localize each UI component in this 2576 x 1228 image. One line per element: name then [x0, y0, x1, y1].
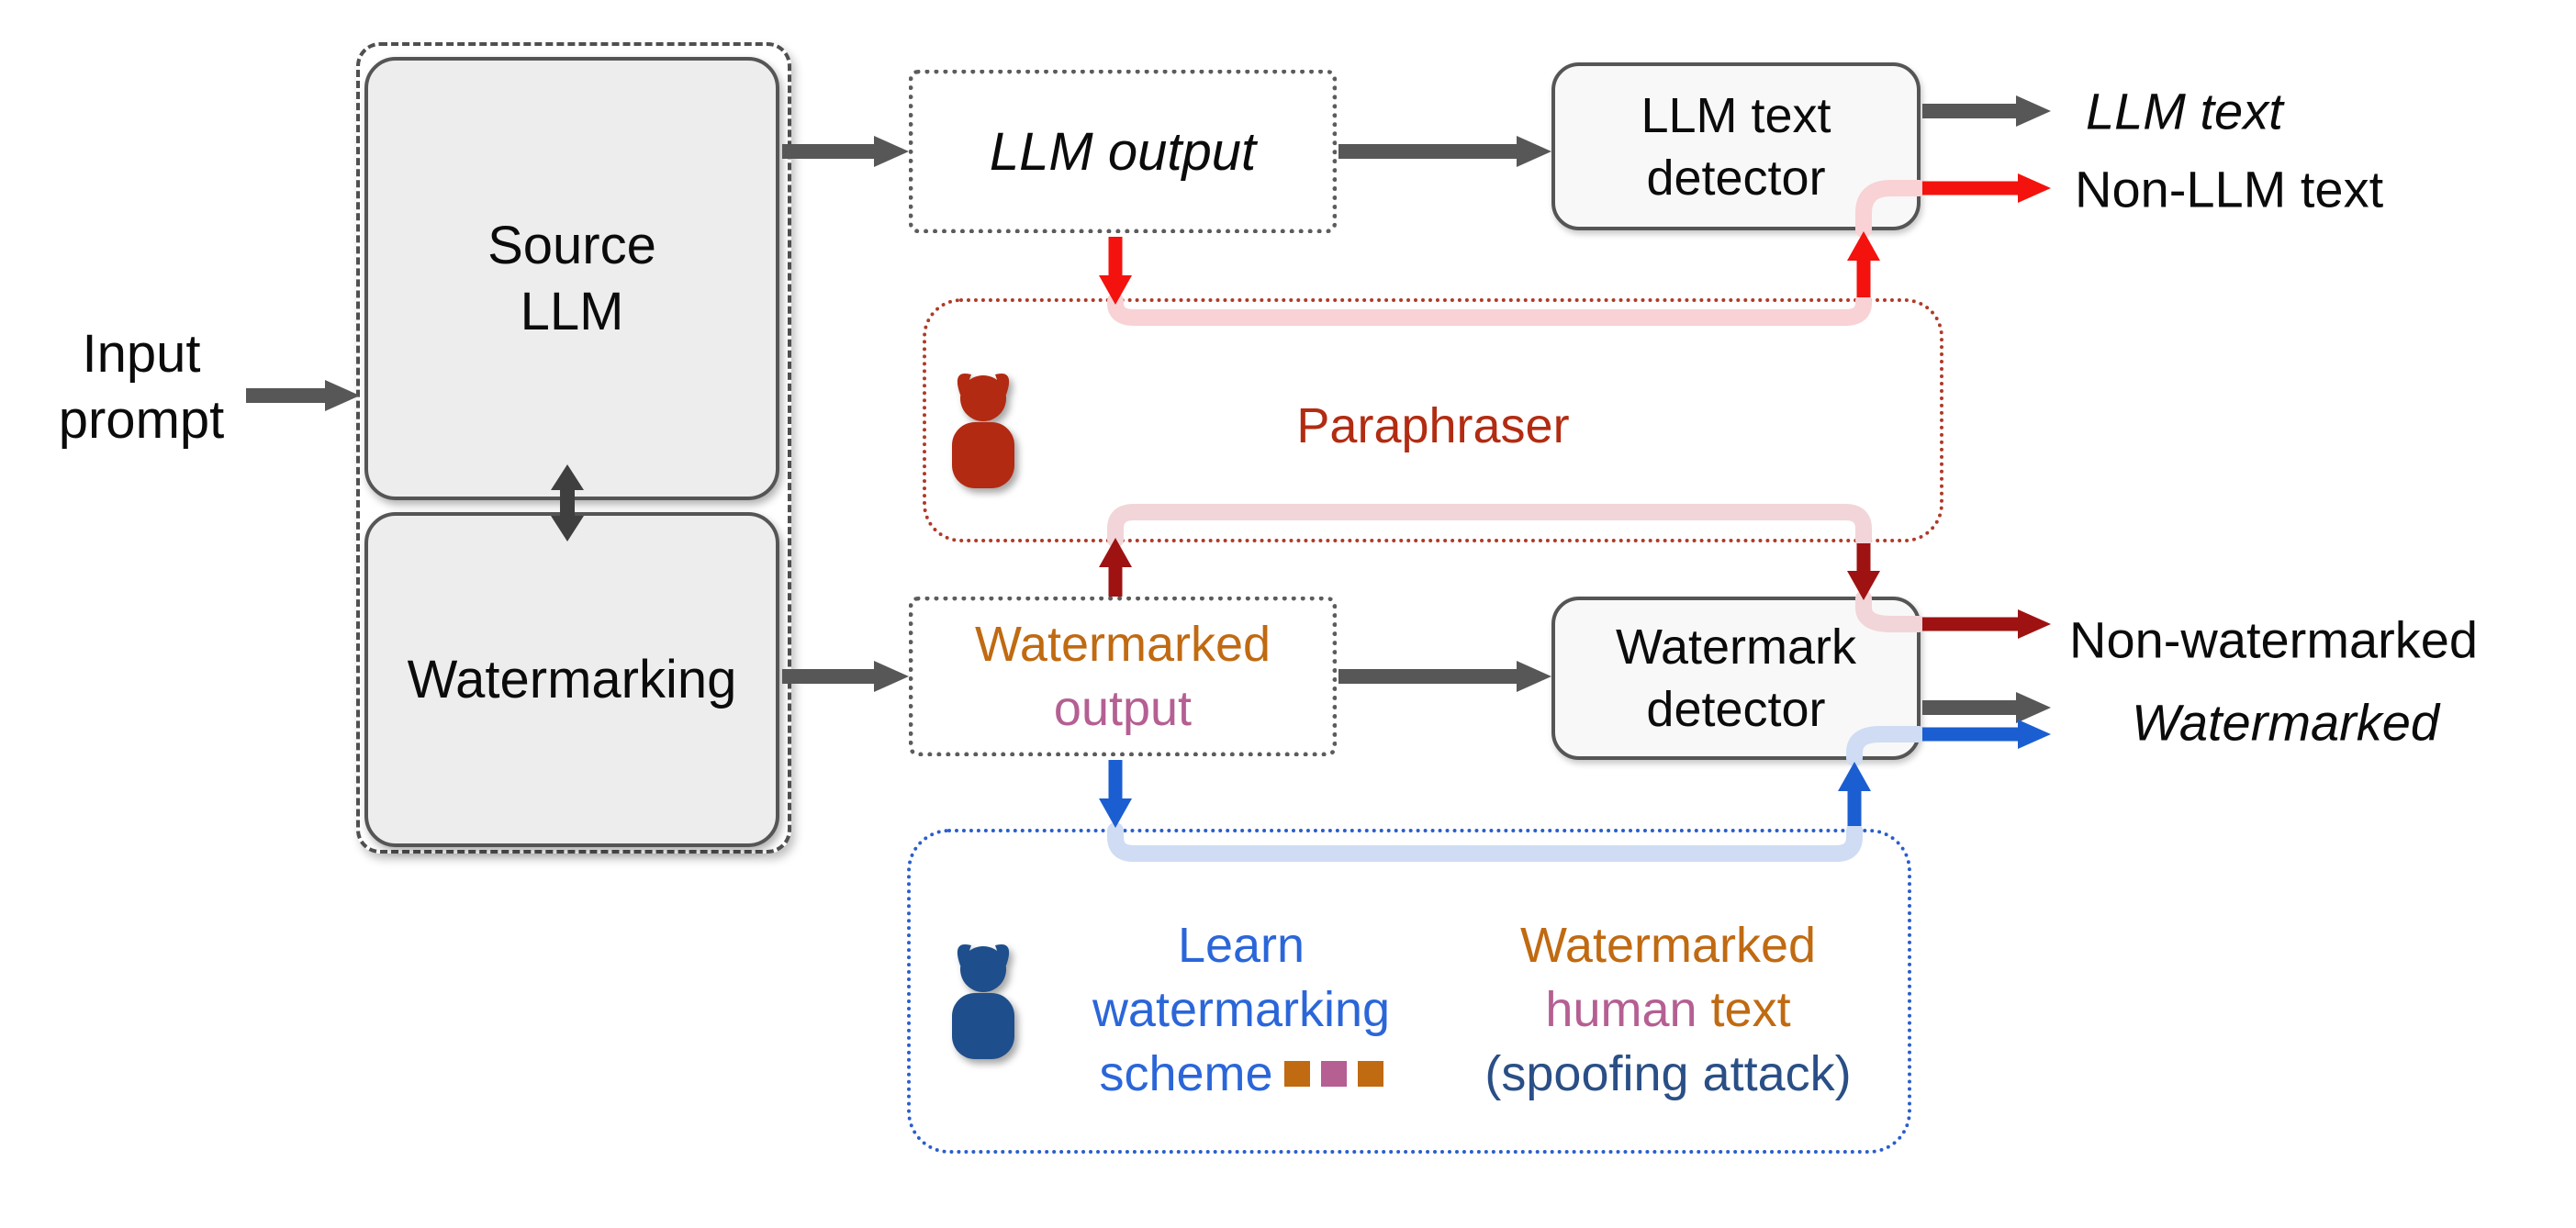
generator-dashed-container	[356, 42, 791, 854]
input-prompt-label: Input prompt	[58, 324, 225, 450]
watermarking-label: Watermarking	[407, 649, 737, 709]
llm-text-output-label: LLM text	[2086, 82, 2283, 140]
learn-watermarking-scheme-label: Learn watermarking scheme	[1092, 918, 1391, 1101]
scheme-square-3	[1357, 1061, 1383, 1087]
paraphraser-attack-box: Paraphraser	[923, 298, 1943, 542]
llm-text-detector-label: LLM text detector	[1641, 87, 1831, 206]
non-llm-text-output-label: Non-LLM text	[2075, 160, 2384, 218]
watermarked-human-text-label: Watermarked human text (spoofing attack)	[1484, 918, 1852, 1101]
watermarking-box: Watermarking	[364, 512, 779, 847]
devil-icon-blue	[952, 943, 1014, 1059]
llm-output-box: LLM output	[909, 70, 1337, 233]
source-llm-label: Source LLM	[487, 215, 656, 341]
llm-text-detector-box: LLM text detector	[1551, 62, 1921, 230]
source-llm-box: Source LLM	[364, 57, 779, 500]
non-watermarked-output-label: Non-watermarked	[2069, 610, 2479, 669]
watermarked-result-label: Watermarked	[2132, 693, 2440, 752]
watermarked-output-box: Watermarked output	[909, 597, 1337, 756]
devil-icon-red	[952, 373, 1014, 488]
llm-output-label: LLM output	[989, 121, 1257, 182]
scheme-square-2	[1320, 1061, 1347, 1087]
spoofing-attack-box: Learn watermarking scheme Watermarked hu…	[907, 829, 1911, 1154]
watermark-detector-label: Watermark detector	[1615, 620, 1856, 737]
scheme-square-1	[1283, 1061, 1310, 1087]
watermarked-output-label: Watermarked output	[974, 617, 1271, 736]
watermark-detector-box: Watermark detector	[1551, 597, 1921, 760]
paraphraser-label: Paraphraser	[1296, 398, 1570, 453]
